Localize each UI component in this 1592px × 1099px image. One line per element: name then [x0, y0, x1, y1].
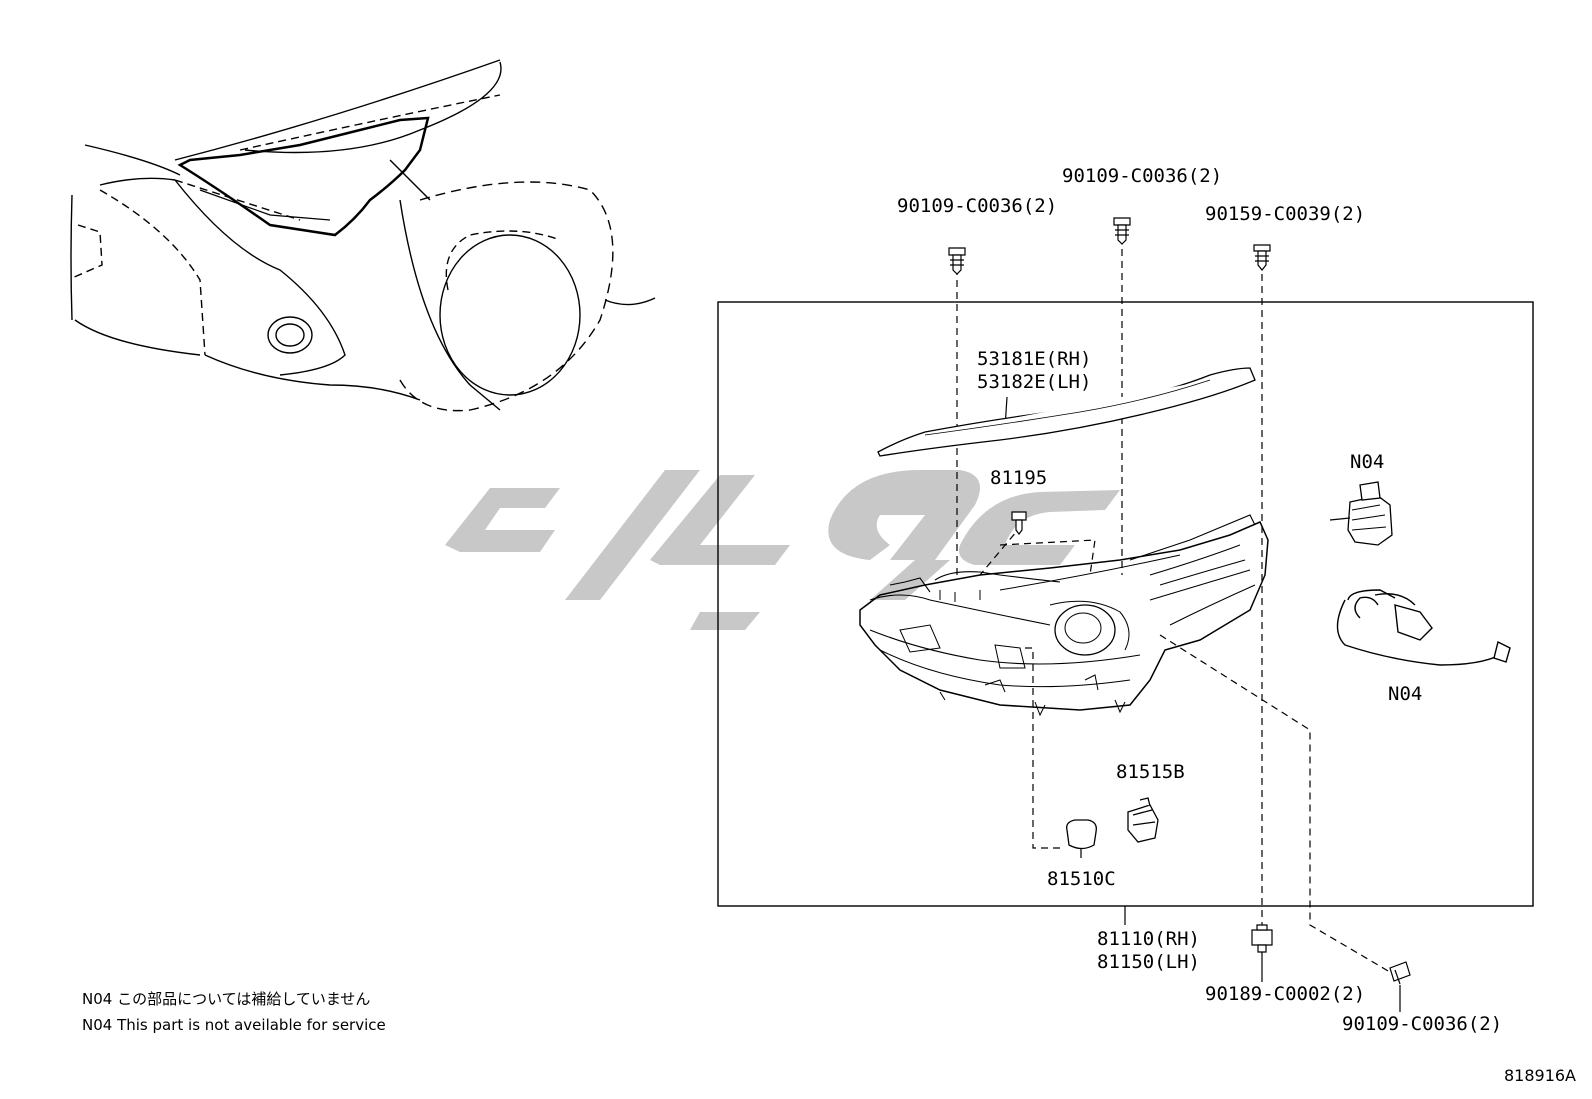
label-headlamp-rh: 81110(RH) — [1097, 928, 1200, 950]
solid-leaders — [1004, 396, 1401, 1012]
service-note-en: N04 This part is not aveilable for servi… — [82, 1016, 386, 1034]
bolt-bottom-right — [1389, 961, 1411, 985]
label-screw-81195: 81195 — [990, 467, 1047, 489]
bolt-top-center — [1113, 217, 1131, 245]
label-bulb: 81510C — [1047, 868, 1116, 890]
label-trim-rh: 53181E(RH) — [977, 348, 1091, 370]
assembly-frame — [717, 301, 1534, 907]
headlamp-assembly — [859, 514, 1269, 717]
label-bolt-bottom-right: 90109-C0036(2) — [1342, 1013, 1502, 1035]
vehicle-front-sketch — [70, 59, 656, 412]
leveling-actuator — [1329, 481, 1393, 546]
watermark-logo — [445, 470, 1120, 630]
bulb-socket — [1127, 797, 1159, 843]
label-nut-bottom: 90189-C0002(2) — [1205, 983, 1365, 1005]
screw-top-right — [1253, 244, 1271, 271]
label-trim-lh: 53182E(LH) — [977, 371, 1091, 393]
nut-bottom — [1251, 924, 1273, 953]
headlamp-trim-strip — [877, 367, 1256, 457]
figure-code: 818916A — [1503, 1066, 1576, 1085]
bolt-top-left — [948, 247, 966, 275]
bulb — [1066, 819, 1097, 850]
label-harness: N04 — [1388, 683, 1422, 705]
label-bolt-top-left: 90109-C0036(2) — [897, 195, 1057, 217]
label-actuator: N04 — [1350, 451, 1384, 473]
label-socket: 81515B — [1116, 761, 1185, 783]
service-note-jp: N04 この部品については補給していません — [82, 990, 371, 1008]
label-bolt-top-center: 90109-C0036(2) — [1062, 165, 1222, 187]
label-headlamp-lh: 81150(LH) — [1097, 951, 1200, 973]
wire-harness — [1336, 589, 1511, 666]
label-screw-top-right: 90159-C0039(2) — [1205, 203, 1365, 225]
screw-81195 — [1011, 511, 1027, 535]
